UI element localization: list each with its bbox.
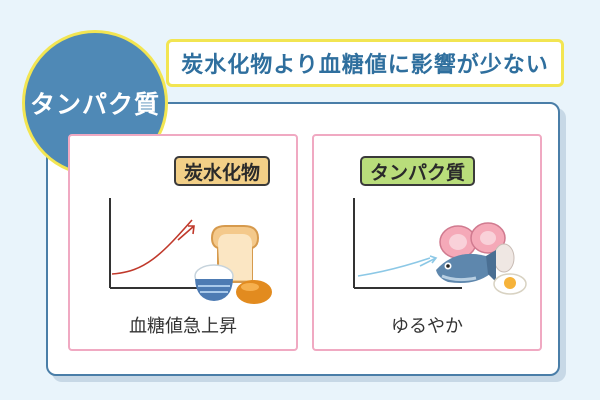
fish-icon	[436, 250, 496, 283]
rising-curve	[111, 219, 193, 275]
carbohydrate-foods-icon	[194, 225, 272, 304]
title-text: タンパク質	[29, 90, 160, 119]
carbohydrate-panel: 炭水化物 血糖値急上昇	[68, 134, 298, 351]
protein-panel: タンパク質 ゆるやか	[312, 134, 542, 351]
protein-caption: ゆるやか	[391, 316, 463, 337]
subtitle-banner: 炭水化物より血糖値に影響が少ない	[166, 39, 564, 87]
ham-icon	[439, 222, 515, 273]
gentle-curve	[357, 257, 431, 277]
carbohydrate-tag: 炭水化物	[174, 156, 271, 186]
carbohydrate-caption: 血糖値急上昇	[129, 316, 237, 337]
rice-bowl-icon	[194, 264, 234, 301]
protein-foods-icon	[436, 222, 527, 295]
blood-sugar-gentle-graph	[353, 198, 462, 289]
rising-arrow	[177, 225, 195, 241]
protein-tag: タンパク質	[360, 156, 476, 186]
gentle-arrow	[419, 255, 438, 267]
bun-icon	[236, 280, 272, 304]
egg-icon	[493, 273, 527, 295]
